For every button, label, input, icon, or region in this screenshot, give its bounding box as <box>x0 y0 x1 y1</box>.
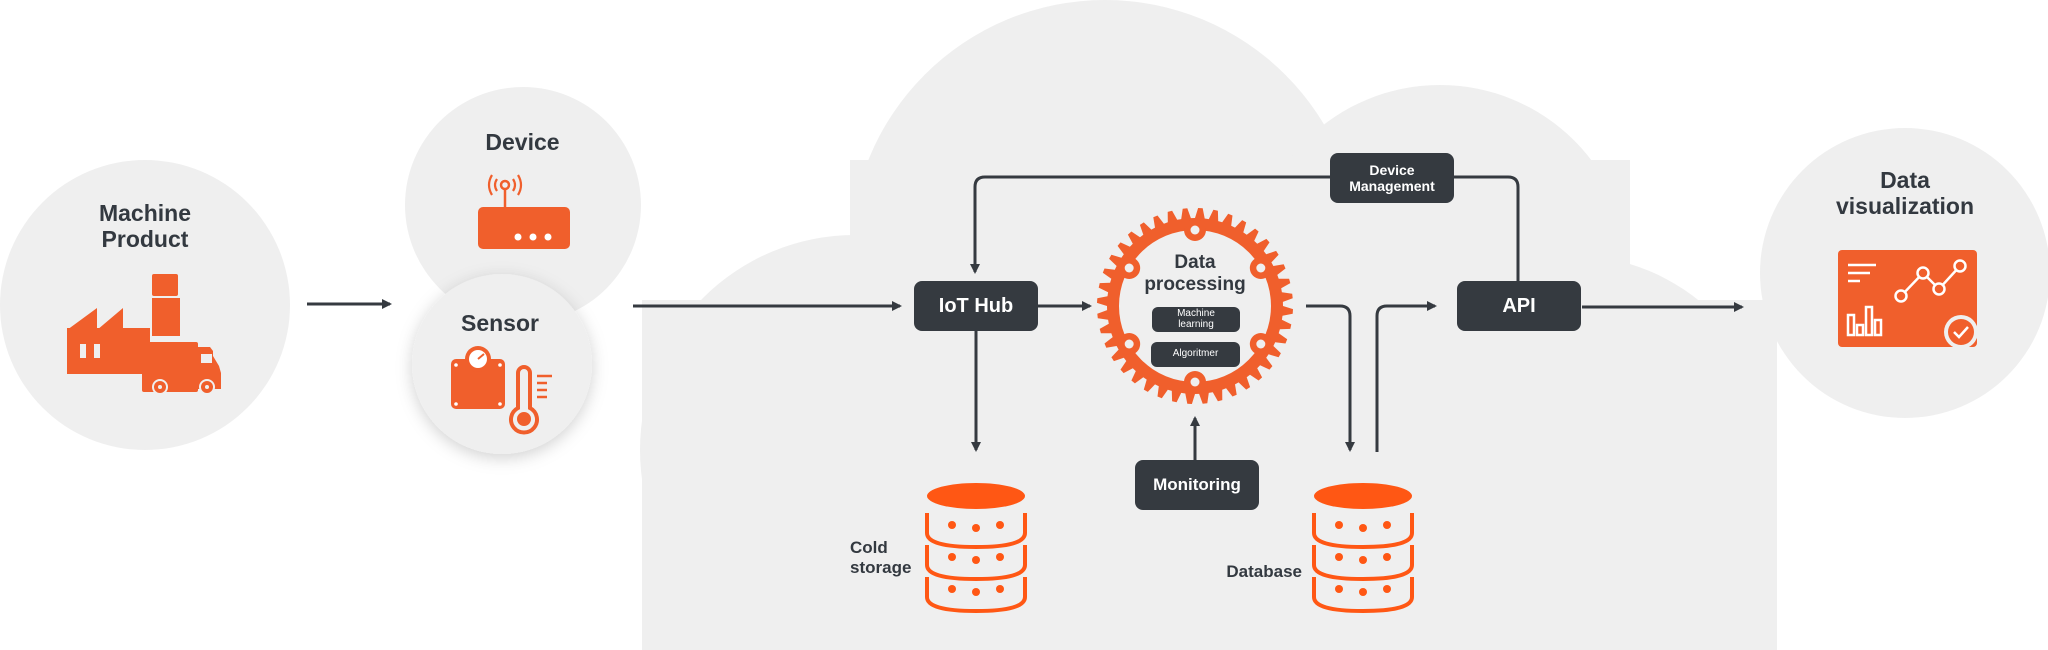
db-top <box>1314 483 1412 509</box>
db-dot <box>1335 521 1343 529</box>
db-dot <box>948 521 956 529</box>
dashboard-chart-icon <box>1838 250 1978 349</box>
gear-lug-hole <box>1256 263 1266 273</box>
visualization-label-line2: visualization <box>1835 193 1975 220</box>
db-segment <box>925 545 1027 582</box>
machine-label-line1: Machine <box>98 200 192 226</box>
db-dot <box>948 585 956 593</box>
db-dot <box>1383 521 1391 529</box>
gear-lug-hole <box>1190 225 1200 235</box>
scale-thermometer-icon <box>451 346 552 435</box>
db-dot <box>948 553 956 561</box>
db-segment <box>1312 513 1414 550</box>
machine-learning-line1: Machine <box>1177 308 1215 319</box>
device-management-box[interactable]: Device Management <box>1330 153 1454 203</box>
device-management-line2: Management <box>1349 178 1435 194</box>
api-box[interactable]: API <box>1457 281 1581 331</box>
device-label: Device <box>485 129 560 155</box>
data-visualization-label: Data visualization <box>1810 167 2000 220</box>
database-label: Database <box>1226 562 1302 581</box>
monitoring-box[interactable]: Monitoring <box>1135 460 1259 510</box>
edge-database-to-api <box>1375 301 1437 452</box>
db-dot <box>972 556 980 564</box>
data-label-line1: Data <box>1880 167 1930 193</box>
db-dot <box>996 553 1004 561</box>
data-processing-label: Data processing <box>1120 252 1270 296</box>
db-top <box>927 483 1025 509</box>
gear-icon <box>1097 208 1293 404</box>
db-segment <box>925 577 1027 614</box>
device-circle <box>405 87 641 323</box>
db-dot <box>1359 588 1367 596</box>
edge-processing-to-database <box>1306 304 1355 452</box>
db-dot <box>996 585 1004 593</box>
db-dot <box>972 524 980 532</box>
machine-learning-line2: learning <box>1178 318 1214 330</box>
gear-lug-hole <box>1190 377 1200 387</box>
db-dot <box>972 588 980 596</box>
machine-product-label: Machine Product <box>75 200 215 253</box>
gear-lug-hole <box>1124 339 1134 349</box>
cold-storage-icon <box>925 483 1027 614</box>
gear-lug-hole <box>1124 263 1134 273</box>
edge-api-to-iothub <box>970 175 1520 282</box>
data-processing-line1: Data <box>1174 252 1216 273</box>
router-icon <box>478 174 570 249</box>
sensor-label: Sensor <box>461 310 539 336</box>
db-dot <box>1383 585 1391 593</box>
db-dot <box>1335 553 1343 561</box>
db-segment <box>1312 577 1414 614</box>
gear-lug-hole <box>1256 339 1266 349</box>
machine-learning-box[interactable]: Machine learning <box>1152 307 1240 332</box>
product-label-line2: Product <box>101 226 189 253</box>
db-dot <box>1359 524 1367 532</box>
data-processing-line2: processing <box>1144 273 1246 295</box>
cold-storage-label: Cold storage <box>850 538 920 577</box>
cold-storage-line2: storage <box>850 557 912 577</box>
iot-hub-box[interactable]: IoT Hub <box>914 281 1038 331</box>
algorithm-box[interactable]: Algoritmer <box>1151 342 1240 367</box>
device-management-line1: Device <box>1369 161 1415 178</box>
db-dot <box>1383 553 1391 561</box>
factory-truck-icon <box>67 274 221 395</box>
db-dot <box>1359 556 1367 564</box>
db-segment <box>1312 545 1414 582</box>
database-icon <box>1312 483 1414 614</box>
cold-storage-line1: Cold <box>850 538 888 557</box>
db-dot <box>1335 585 1343 593</box>
db-segment <box>925 513 1027 550</box>
db-dot <box>996 521 1004 529</box>
